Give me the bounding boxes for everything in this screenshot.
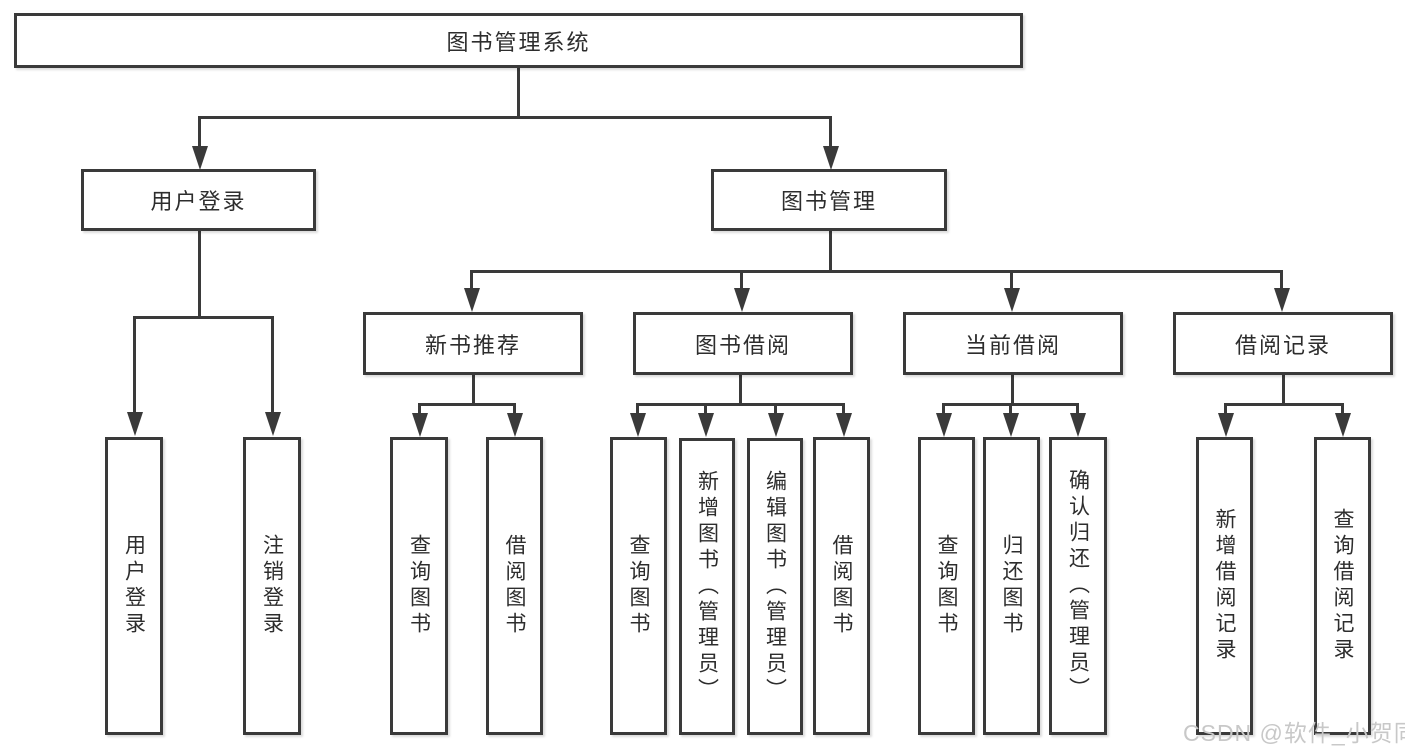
leaf-edit-books-admin: 编辑图书（管理员）: [747, 438, 803, 735]
leaf-label: 查询图书: [627, 534, 650, 638]
leaf-add-books-admin: 新增图书（管理员）: [679, 438, 735, 735]
connector-current-borrowing-stem: [1011, 375, 1014, 406]
leaf-logout: 注销登录: [243, 437, 301, 735]
node-label: 当前借阅: [964, 332, 1061, 358]
leaf-label: 查询借阅记录: [1331, 508, 1354, 664]
leaf-label: 借阅图书: [503, 534, 526, 638]
node-user-login: 用户登录: [81, 169, 316, 231]
leaf-label: 新增图书（管理员）: [695, 469, 719, 704]
down-arrow-current-query: [935, 403, 952, 437]
down-arrow-borrowing-edit: [767, 403, 784, 437]
leaf-label: 查询图书: [935, 534, 958, 638]
leaf-borrow-books-new: 借阅图书: [486, 437, 543, 735]
node-label: 用户登录: [150, 189, 247, 214]
down-arrow-to-borrow-records: [1273, 270, 1290, 312]
connector-root-rail: [198, 116, 832, 119]
leaf-label: 编辑图书（管理员）: [763, 469, 787, 704]
node-book-management: 图书管理: [711, 169, 947, 231]
node-label: 新书推荐: [424, 332, 521, 358]
node-label: 图书借阅: [694, 332, 791, 358]
leaf-label: 借阅图书: [830, 534, 853, 638]
leaf-label: 归还图书: [1000, 534, 1023, 638]
node-library-management-system: 图书管理系统: [14, 13, 1023, 68]
leaf-add-borrow-record: 新增借阅记录: [1196, 437, 1253, 735]
leaf-label: 注销登录: [260, 534, 284, 638]
down-arrow-to-new-book-recommendation: [463, 270, 480, 312]
down-arrow-borrowing-borrow: [835, 403, 852, 437]
down-arrow-current-confirm: [1069, 403, 1086, 437]
connector-borrow-records-rail: [1224, 403, 1344, 406]
node-label: 图书管理系统: [446, 29, 591, 55]
connector-root-stem: [517, 68, 520, 118]
leaf-confirm-return-admin: 确认归还（管理员）: [1049, 437, 1107, 735]
connector-user-login-rail: [133, 316, 274, 319]
node-current-borrowing: 当前借阅: [903, 312, 1123, 375]
connector-new-books-rail: [418, 403, 516, 406]
down-arrow-borrowing-query: [629, 403, 646, 437]
connector-book-borrowing-rail: [636, 403, 845, 406]
leaf-query-books-new: 查询图书: [390, 437, 448, 735]
leaf-borrow-books-borrowing: 借阅图书: [813, 437, 870, 735]
connector-borrow-records-stem: [1282, 375, 1285, 406]
down-arrow-to-book-borrowing: [733, 270, 750, 312]
down-arrow-to-leaf-logout: [264, 316, 281, 436]
down-arrow-to-leaf-user-login: [126, 316, 143, 436]
csdn-watermark: CSDN @软件_小贺同学: [1183, 720, 1405, 746]
node-book-borrowing: 图书借阅: [633, 312, 853, 375]
node-label: 借阅记录: [1234, 332, 1331, 358]
down-arrow-current-return: [1002, 403, 1019, 437]
node-new-book-recommendation: 新书推荐: [363, 312, 583, 375]
connector-user-login-stem: [198, 231, 201, 319]
connector-new-books-stem: [472, 375, 475, 406]
leaf-query-books-borrowing: 查询图书: [610, 437, 667, 735]
node-label: 图书管理: [780, 189, 877, 214]
leaf-return-books: 归还图书: [983, 437, 1040, 735]
connector-book-borrowing-stem: [739, 375, 742, 406]
node-borrow-records: 借阅记录: [1173, 312, 1393, 375]
down-arrow-new-books-borrow: [506, 403, 523, 437]
down-arrow-to-book-management: [822, 116, 839, 170]
down-arrow-to-current-borrowing: [1003, 270, 1020, 312]
leaf-label: 用户登录: [122, 534, 146, 638]
leaf-user-login: 用户登录: [105, 437, 163, 735]
down-arrow-records-query: [1334, 403, 1351, 437]
leaf-query-books-current: 查询图书: [918, 437, 975, 735]
down-arrow-records-add: [1217, 403, 1234, 437]
down-arrow-borrowing-add: [697, 403, 714, 437]
leaf-label: 确认归还（管理员）: [1066, 469, 1090, 703]
connector-book-management-rail: [470, 270, 1283, 273]
leaf-label: 新增借阅记录: [1213, 508, 1236, 664]
leaf-query-borrow-record: 查询借阅记录: [1314, 437, 1371, 735]
leaf-label: 查询图书: [407, 534, 431, 638]
down-arrow-to-user-login: [191, 116, 208, 170]
connector-book-management-stem: [829, 231, 832, 273]
down-arrow-new-books-query: [411, 403, 428, 437]
